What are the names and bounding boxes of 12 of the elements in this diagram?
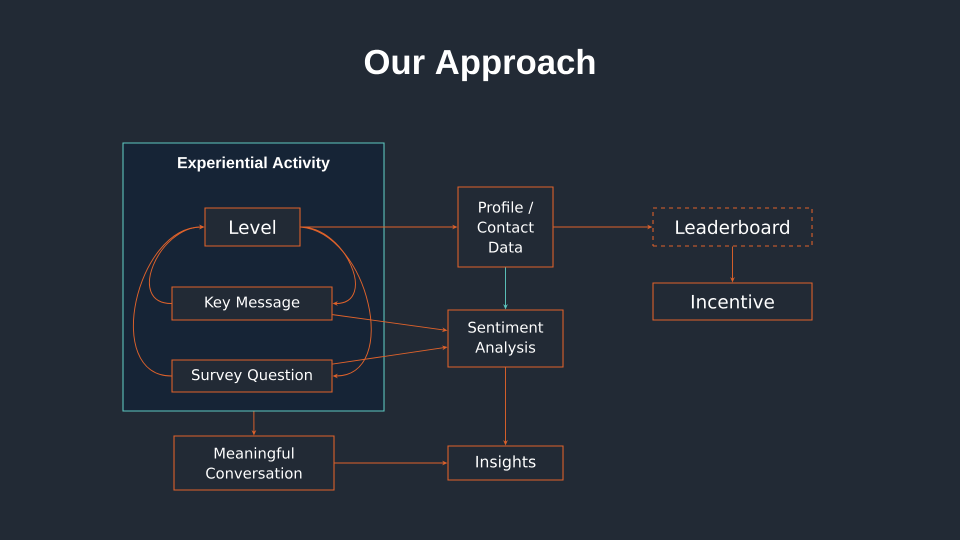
slide-title: Our Approach [364, 48, 594, 82]
process-box: Meaningful Conversation [173, 435, 335, 491]
process-box: Leaderboard [652, 207, 813, 247]
process-box: Key Message [171, 286, 333, 321]
process-box: Profile / Contact Data [457, 186, 554, 268]
process-box: Level [204, 207, 301, 247]
process-box: Insights [447, 445, 564, 481]
arrow [300, 226, 372, 378]
arrow [300, 226, 356, 306]
process-box: Incentive [652, 282, 813, 321]
process-box: Sentiment Analysis [447, 309, 564, 368]
process-box: Survey Question [171, 359, 333, 393]
